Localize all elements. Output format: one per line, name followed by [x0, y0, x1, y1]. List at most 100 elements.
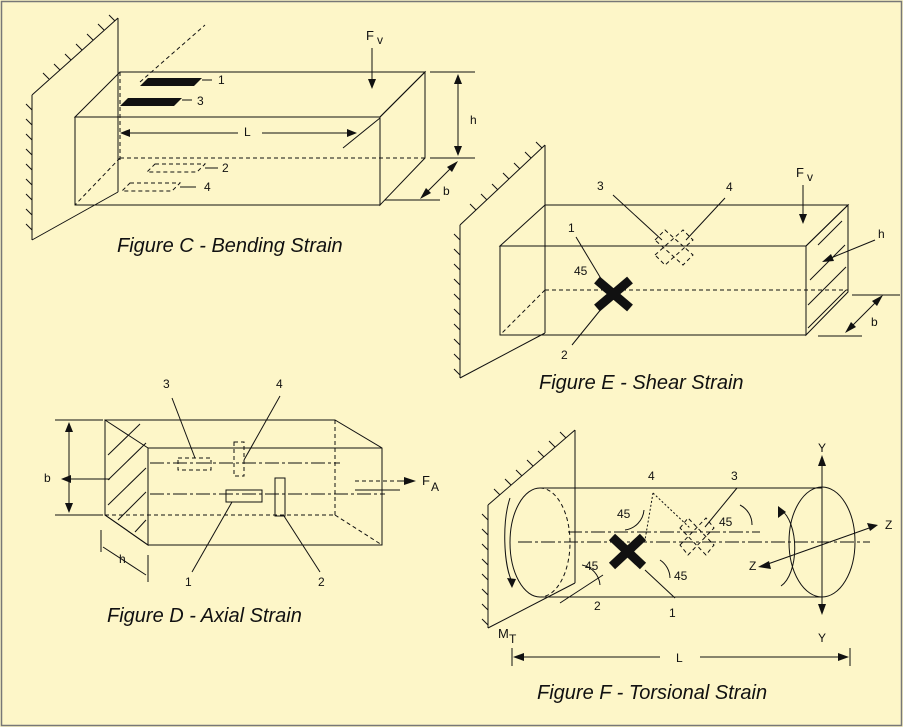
fig-f-z-label-left: Z	[749, 559, 756, 573]
fig-e-b-arrow	[845, 322, 856, 333]
fig-c-h-arrow	[454, 146, 462, 156]
fig-e-gauge-2-leader	[571, 307, 603, 346]
fig-e-beam-top	[498, 204, 850, 247]
fig-f-y-arrow	[818, 455, 826, 466]
fig-f-z-label-right: Z	[885, 518, 892, 532]
fig-d-gauge-3-label: 3	[163, 377, 170, 391]
fig-f-torque-arc-right	[780, 509, 796, 587]
fig-f-y-label-bottom: Y	[818, 631, 826, 645]
fig-e-hidden-edge	[499, 289, 546, 336]
fig-c-gauge-3-label: 3	[197, 94, 204, 108]
fig-c-gauge-3	[120, 98, 182, 106]
fig-d-gauge-2-leader	[283, 515, 321, 573]
fig-f-gauge-1-leader	[644, 569, 676, 599]
fig-e-gauge-4-leader	[685, 197, 726, 241]
fig-f-gauge-1-2	[608, 533, 647, 570]
figure-c-bending: 1 3 2 4 L F v h b Figure C - Bendi	[25, 14, 477, 257]
fig-d-gauge-3	[177, 457, 212, 471]
fig-f-angle-label-left: 45	[585, 559, 599, 573]
fig-f-moment-label: M	[498, 626, 509, 641]
fig-c-force-label: F	[366, 28, 374, 43]
fig-f-wall-top	[487, 429, 576, 506]
fig-f-cyl-left-hidden	[539, 487, 571, 598]
fig-d-h-line	[102, 546, 147, 576]
fig-d-end-face	[104, 419, 149, 546]
fig-c-gauge-2-label: 2	[222, 161, 229, 175]
fig-d-gauge-1-label: 1	[185, 575, 192, 589]
fig-c-length-tick	[342, 117, 381, 149]
fig-f-torque-arrow-right	[778, 506, 786, 518]
fig-f-z-arrow	[867, 523, 878, 531]
fig-e-force-label: F	[796, 165, 804, 180]
fig-f-angle-arc	[581, 564, 601, 586]
fig-e-wall-hatch-side	[453, 233, 461, 376]
fig-f-gauge-4-label: 4	[648, 469, 655, 483]
fig-f-gauge-3-label: 3	[731, 469, 738, 483]
fig-e-b-label: b	[871, 315, 878, 329]
fig-f-z-arrow	[758, 561, 771, 569]
fig-e-wall-bottom	[459, 332, 546, 379]
fig-c-gauge-1	[140, 78, 202, 86]
fig-d-force-label: F	[422, 473, 430, 488]
fig-d-gauge-2	[274, 477, 286, 517]
fig-c-wall-hatch-top	[42, 14, 116, 80]
fig-f-gauge-4-leader	[644, 492, 654, 541]
fig-f-angle-label-top: 45	[617, 507, 631, 521]
fig-d-bar-outline	[104, 419, 383, 546]
fig-c-length-label: L	[244, 125, 251, 139]
fig-d-gauge-1-leader	[191, 501, 233, 573]
fig-f-angle-arc	[739, 504, 753, 526]
fig-f-cyl-left-front	[509, 487, 541, 598]
fig-f-l-arrow	[513, 653, 524, 661]
fig-d-b-label: b	[44, 471, 51, 485]
fig-f-gauge-1-label: 1	[669, 606, 676, 620]
fig-c-beam-side	[379, 70, 426, 207]
fig-c-b-label: b	[443, 184, 450, 198]
fig-d-gauge-4-leader	[243, 395, 281, 461]
fig-c-h-arrow	[454, 74, 462, 84]
fig-c-length-arrow	[347, 129, 357, 137]
fig-d-hidden-edge	[334, 514, 383, 546]
fig-c-hidden-edge	[74, 157, 121, 206]
fig-e-wall-hatch-top	[469, 141, 543, 211]
fig-e-force-sub: v	[807, 170, 813, 184]
fig-e-angle-label: 45	[574, 264, 588, 278]
fig-c-b-arrow	[447, 161, 458, 172]
fig-f-gauge-4-leader	[652, 492, 691, 529]
fig-c-neutral-line	[139, 24, 206, 83]
fig-f-y-label-top: Y	[818, 441, 826, 455]
fig-e-gauge-3-4	[654, 229, 694, 266]
fig-d-caption: Figure D - Axial Strain	[107, 605, 302, 627]
fig-e-b-arrow	[872, 295, 883, 306]
fig-e-end-hatch	[807, 220, 847, 329]
fig-f-torque-arrow-left	[507, 578, 516, 588]
fig-c-gauge-2	[145, 163, 207, 173]
fig-f-z-axis	[764, 526, 873, 566]
fig-c-h-label: h	[470, 113, 477, 127]
fig-d-b-arrow	[65, 422, 73, 432]
fig-c-caption: Figure C - Bending Strain	[117, 235, 343, 257]
fig-e-gauge-4-label: 4	[726, 180, 733, 194]
fig-e-gauge-1-label: 1	[568, 221, 575, 235]
fig-f-moment-sub: T	[509, 632, 517, 646]
fig-d-b-leader-arrow	[61, 475, 71, 483]
fig-f-angle-arc	[659, 559, 671, 579]
fig-e-gauge-1-2	[594, 276, 633, 312]
fig-d-gauge-3-leader	[171, 397, 196, 459]
fig-f-wall-bottom	[487, 582, 576, 629]
fig-f-l-label: L	[676, 651, 683, 665]
fig-f-angle-label-right: 45	[719, 515, 733, 529]
fig-d-end-hatch	[107, 423, 147, 533]
fig-c-length-arrow	[120, 129, 130, 137]
fig-f-gauge-3-leader	[704, 487, 738, 528]
fig-d-h-label: h	[119, 552, 126, 566]
fig-c-b-arrow	[420, 188, 431, 199]
fig-f-wall-hatch-top	[493, 431, 567, 496]
fig-c-wall-bottom	[31, 191, 119, 241]
fig-e-caption: Figure E - Shear Strain	[539, 372, 744, 394]
fig-e-gauge-3-label: 3	[597, 179, 604, 193]
fig-e-h-leader	[825, 239, 876, 261]
fig-d-gauge-1	[225, 489, 263, 503]
